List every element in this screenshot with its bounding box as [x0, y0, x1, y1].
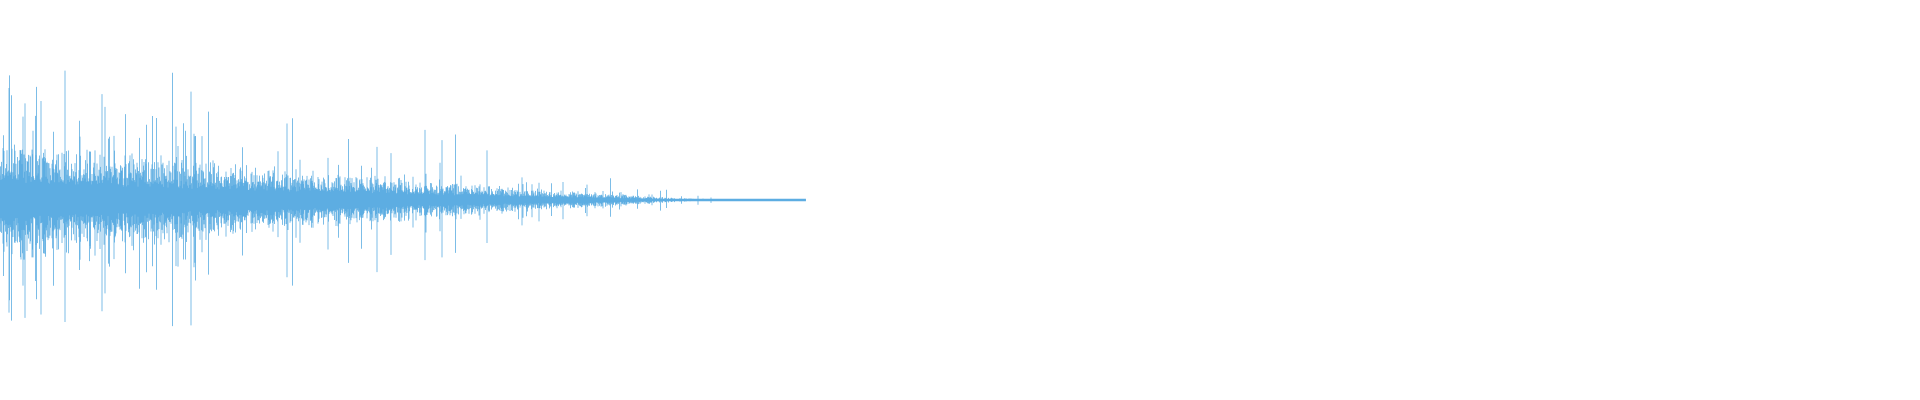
- waveform-samples: [0, 70, 806, 327]
